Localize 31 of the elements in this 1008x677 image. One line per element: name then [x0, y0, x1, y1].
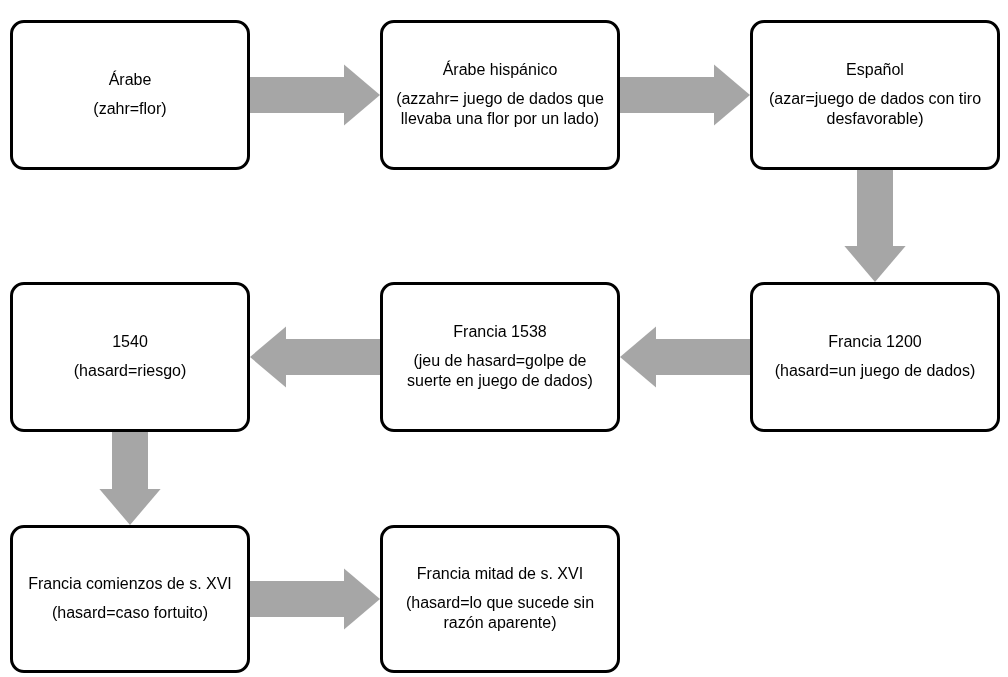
rounded-box	[380, 20, 620, 170]
block-arrow	[620, 64, 750, 126]
rounded-box	[10, 525, 250, 673]
block-arrow	[250, 64, 380, 126]
rounded-box	[380, 282, 620, 432]
box-heading: Francia comienzos de s. XVI	[28, 574, 232, 595]
box-description: (hasard=caso fortuito)	[51, 603, 209, 623]
rounded-box	[10, 282, 250, 432]
box-description: (hasard=lo que sucede sin razón aparente)	[404, 592, 596, 634]
block-arrow	[250, 326, 380, 388]
box-description: (jeu de hasard=golpe de suerte en juego de dados)	[406, 350, 594, 392]
box-heading: Francia 1200	[828, 332, 922, 353]
box-description: (zahr=flor)	[93, 99, 167, 119]
box-description: (hasard=riesgo)	[73, 361, 187, 381]
rounded-box	[380, 525, 620, 673]
box-description: (azzahr= juego de dados que llevaba una flor por un lado)	[395, 88, 605, 130]
rounded-box	[750, 282, 1000, 432]
block-arrow	[99, 432, 161, 525]
box-heading: Francia mitad de s. XVI	[416, 563, 584, 584]
block-arrow	[250, 568, 380, 630]
rounded-box	[10, 20, 250, 170]
box-heading: 1540	[112, 332, 148, 353]
box-description: (azar=juego de dados con tiro desfavorable)	[767, 88, 983, 130]
block-arrow	[844, 170, 906, 282]
box-description: (hasard=un juego de dados)	[774, 361, 976, 381]
rounded-box	[750, 20, 1000, 170]
box-heading: Francia 1538	[453, 321, 547, 342]
box-heading: Árabe hispánico	[442, 59, 558, 80]
box-heading: Árabe	[108, 70, 152, 91]
box-heading: Español	[846, 59, 904, 80]
block-arrow	[620, 326, 750, 388]
